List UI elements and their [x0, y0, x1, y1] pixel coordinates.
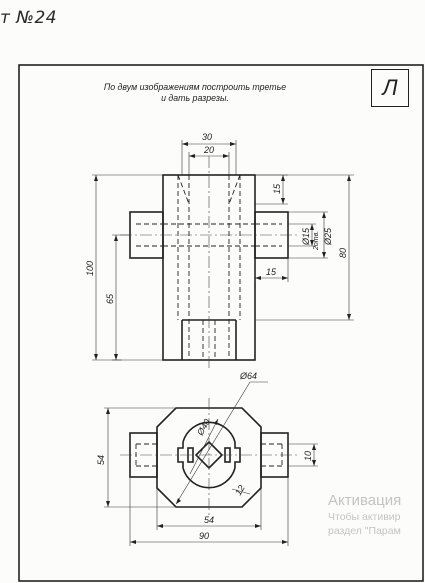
dim-100: 100 [85, 261, 95, 276]
dim-dia-15: Ø15 [301, 227, 311, 246]
dim-54-horizontal: 54 [204, 515, 214, 525]
dim-2-holes: 2отв. [313, 231, 320, 251]
task-line-2: и дать разрезы. [161, 93, 229, 103]
dim-20: 20 [203, 145, 214, 155]
dim-dia-64: Ø64 [239, 371, 257, 381]
dim-54-vertical: 54 [96, 455, 106, 465]
dim-30: 30 [202, 132, 212, 142]
dim-65: 65 [105, 293, 115, 304]
front-view-centerlines [120, 156, 298, 369]
dim-15-top: 15 [272, 183, 282, 194]
variant-letter: Л [382, 75, 398, 100]
task-statement: По двум изображениям построить третье и … [80, 82, 310, 104]
sheet-frame [18, 64, 424, 582]
header-title: т №24 [0, 8, 58, 28]
watermark-title: Активация [328, 492, 402, 509]
dim-15-side: 15 [266, 267, 277, 277]
technical-drawing: 30 20 15 Ø15 2отв. Ø25 15 80 100 65 [18, 64, 424, 582]
task-line-1: По двум изображениям построить третье [103, 82, 287, 92]
drawing-sheet: 30 20 15 Ø15 2отв. Ø25 15 80 100 65 [18, 64, 425, 583]
watermark-line-2: раздел "Парам [328, 525, 401, 537]
top-view-centerlines [120, 398, 300, 516]
windows-activation-watermark: Активация Чтобы активир раздел "Парам [328, 491, 425, 538]
dim-90: 90 [199, 531, 209, 541]
dim-dia-25: Ø25 [323, 227, 333, 246]
front-view-dimensions [92, 140, 354, 361]
dim-10: 10 [303, 451, 313, 461]
dim-dia-40: Ø40 [195, 417, 213, 438]
front-view-hidden-lines [136, 174, 282, 360]
watermark-line-1: Чтобы активир [328, 511, 401, 523]
front-view-arrows [94, 142, 351, 360]
dim-80: 80 [338, 248, 348, 258]
top-view-dimensions [104, 381, 318, 546]
top-view-dimension-labels: Ø64 Ø40 12 10 54 54 90 [96, 371, 313, 541]
top-view-arrows [106, 408, 316, 544]
variant-box: Л [371, 69, 409, 107]
dim-12: 12 [233, 483, 247, 497]
front-view-dimension-labels: 30 20 15 Ø15 2отв. Ø25 15 80 100 65 [85, 132, 348, 304]
